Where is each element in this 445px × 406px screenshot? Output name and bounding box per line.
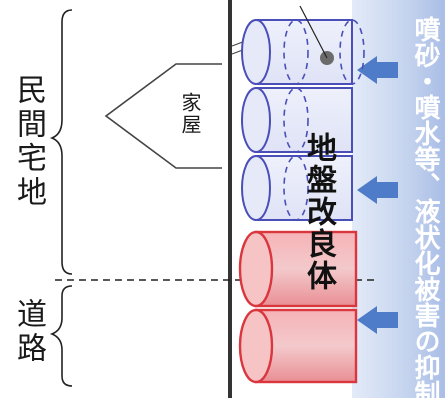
up-arrow-icon xyxy=(357,306,398,334)
up-arrow-icon xyxy=(357,56,398,84)
road-label: 道路 xyxy=(11,298,46,366)
up-arrow-icon xyxy=(357,176,398,204)
house-outline-icon xyxy=(104,63,222,169)
house-label: 家屋 xyxy=(178,92,202,136)
residential-columns xyxy=(241,5,365,221)
road-brace xyxy=(49,285,73,387)
residential-area-label: 民間宅地 xyxy=(11,74,46,210)
effect-caption: 噴砂・噴水等、液状化被害の抑制 xyxy=(410,16,440,406)
ground-improvement-label: 地盤改良体 xyxy=(301,132,336,292)
road-columns xyxy=(238,230,358,384)
residential-brace xyxy=(49,9,73,275)
